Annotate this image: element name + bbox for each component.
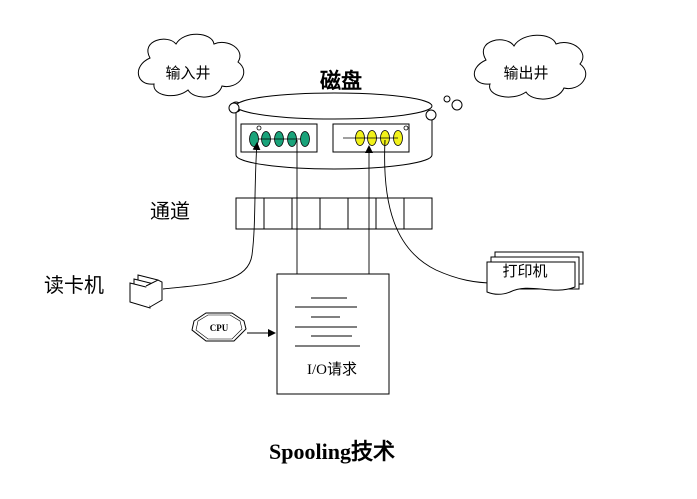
input-well-label: 输入井	[165, 64, 210, 82]
memory-document: I/O请求	[276, 273, 390, 395]
output-well-cloud: 输出井	[474, 34, 587, 100]
cpu-node: CPU	[191, 312, 247, 342]
disk-cylinder: 磁盘	[235, 69, 433, 170]
output-well-to-printer-line	[384, 139, 495, 287]
card-reader-icon	[129, 274, 163, 309]
printer-label: 打印机	[502, 262, 547, 280]
io-request-label: I/O请求	[307, 361, 357, 378]
output-buffer	[332, 123, 410, 153]
input-buffer-slot	[300, 131, 310, 147]
output-well-label: 输出井	[503, 64, 548, 82]
card-reader-label: 读卡机	[44, 273, 104, 297]
input-buffer	[240, 123, 318, 153]
card-reader-to-input-well-line	[162, 142, 261, 290]
disk-label: 磁盘	[320, 69, 362, 93]
disk-right-knob	[425, 109, 437, 121]
output-cloud-bubble-small	[443, 95, 451, 103]
disk-left-knob	[228, 102, 240, 114]
printer-icon: 打印机	[486, 251, 584, 295]
output-cloud-bubble	[451, 99, 463, 111]
input-well-cloud: 输入井	[138, 33, 245, 98]
channel-box	[235, 197, 433, 230]
diagram-caption: Spooling技术	[269, 439, 395, 464]
cpu-label: CPU	[210, 323, 229, 333]
channel-label: 通道	[150, 199, 190, 223]
